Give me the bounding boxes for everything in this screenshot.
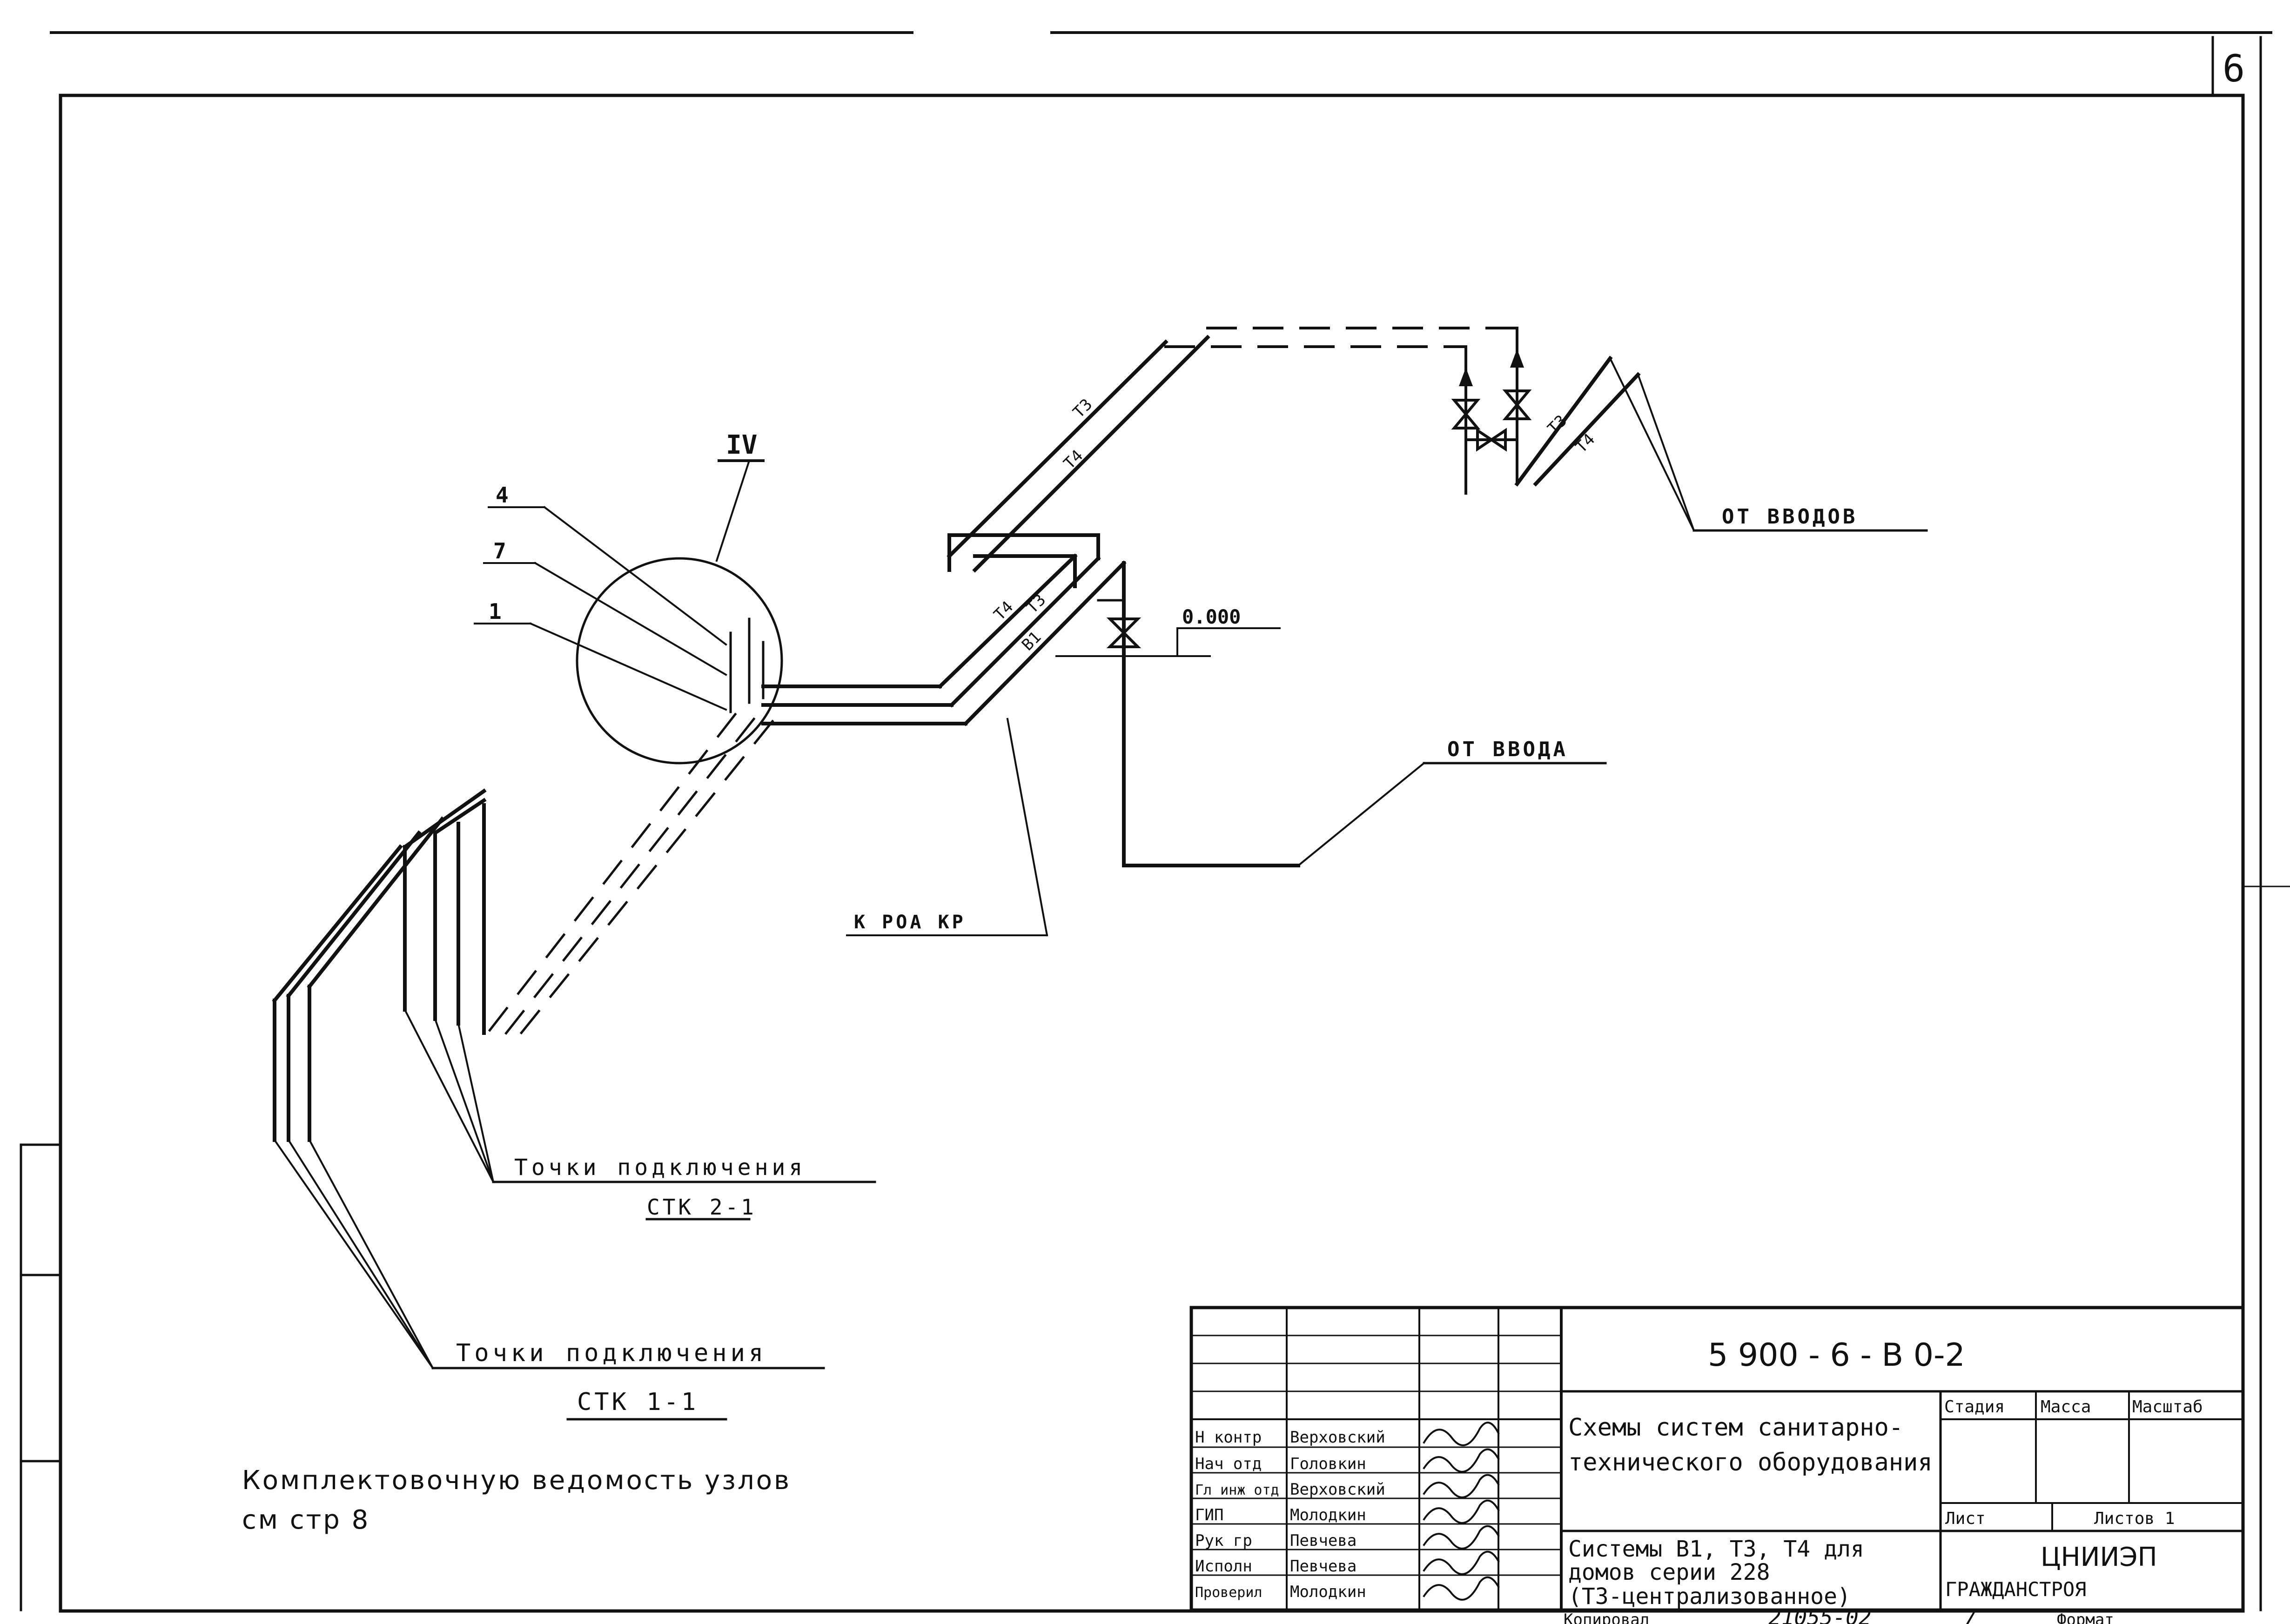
callout-number: 1 — [489, 599, 502, 624]
label-from-inputs: ОТ ВВОДОВ — [1722, 505, 1858, 529]
role-cell: Гл инж отд — [1195, 1482, 1279, 1498]
note-line-1: Комплектовочную ведомость узлов — [242, 1465, 791, 1496]
points-label-sub: СТК 2-1 — [647, 1195, 757, 1220]
document-code: 5 900 - 6 - В 0-2 — [1708, 1337, 1965, 1374]
title-block-grid — [1189, 1306, 2245, 1612]
system-line-2: домов серии 228 — [1568, 1559, 1770, 1585]
org-name: ЦНИИЭП — [2041, 1542, 2157, 1572]
callout-number: 4 — [496, 483, 509, 508]
pipe-label-t4: Т4 — [1060, 446, 1087, 473]
role-cell: Рук гр — [1195, 1531, 1252, 1550]
name-cell: Головкин — [1290, 1455, 1366, 1473]
valve-icon — [1502, 389, 1532, 420]
system-line-3: (Т3-централизованное) — [1568, 1584, 1851, 1610]
name-cell: Певчева — [1290, 1531, 1357, 1550]
pipe-label-t4: Т4 — [1572, 430, 1598, 456]
role-cell: Исполн — [1195, 1557, 1252, 1576]
role-cell: Н контр — [1195, 1428, 1262, 1447]
pipe-riser-far-left — [272, 816, 825, 1421]
note-line-2: см стр 8 — [242, 1505, 370, 1535]
copy-label: Копировал — [1564, 1611, 1649, 1624]
title-line-2: технического оборудования — [1568, 1449, 1933, 1476]
pipe-label-t3: Т3 — [1069, 395, 1096, 422]
callout-leaders — [474, 506, 727, 711]
points-label-title: Точки подключения — [456, 1339, 767, 1367]
pipe-label-t4: Т4 — [990, 597, 1017, 624]
pipe-main-horizontal — [761, 533, 1607, 867]
callout-number: 7 — [493, 538, 506, 564]
sheets-count: Листов 1 — [2094, 1509, 2175, 1528]
role-cell: Проверил — [1195, 1584, 1263, 1601]
sheet-frame — [20, 31, 2290, 1613]
air-vent-icon — [1459, 368, 1473, 386]
signature-scribbles — [1423, 1422, 1500, 1601]
role-cell: Нач отд — [1195, 1455, 1262, 1473]
copy-number: 21055-02 — [1768, 1605, 1872, 1624]
title-line-1: Схемы систем санитарно- — [1568, 1414, 1903, 1442]
role-cell: ГИП — [1195, 1506, 1223, 1524]
pipe-riser-left-group — [402, 788, 876, 1221]
column-scale: Масштаб — [2132, 1397, 2203, 1416]
column-mass: Масса — [2041, 1397, 2091, 1416]
valve-assembly-top — [1451, 327, 1928, 532]
copy-page: 7 — [1964, 1605, 1977, 1624]
valve-main — [1055, 599, 1281, 657]
name-cell: Верховский — [1290, 1480, 1385, 1499]
sheet-number: 6 — [2223, 47, 2245, 90]
name-cell: Молодкин — [1290, 1583, 1366, 1601]
column-stage: Стадия — [1944, 1397, 2005, 1416]
detail-circle-iv — [576, 459, 783, 765]
valve-icon — [1106, 617, 1142, 648]
air-vent-icon — [1510, 349, 1524, 368]
leader-line — [1006, 718, 1048, 937]
detail-label-iv: IV — [726, 430, 757, 460]
name-cell: Певчева — [1290, 1557, 1357, 1576]
pipe-dashed-diagonal — [482, 712, 774, 1040]
org-name-2: ГРАЖДАНСТРОЯ — [1945, 1578, 2086, 1601]
points-label-title: Точки подключения — [514, 1154, 806, 1181]
format-label: Формат — [2057, 1611, 2114, 1624]
points-label-sub: СТК 1-1 — [577, 1388, 698, 1416]
valve-icon — [1451, 399, 1481, 429]
name-cell: Верховский — [1290, 1428, 1385, 1447]
name-cell: Молодкин — [1290, 1506, 1366, 1524]
label-from-input: ОТ ВВОДА — [1447, 738, 1568, 761]
title-block-roles: Н контр Нач отд Гл инж отд ГИП Рук гр Ис… — [1195, 1428, 1279, 1601]
label-to-floor: К РОА КР — [854, 912, 966, 933]
title-block-names: Верховский Головкин Верховский Молодкин … — [1290, 1428, 1385, 1601]
pipe-riser-upper — [947, 327, 1518, 588]
level-mark: 0.000 — [1182, 605, 1241, 628]
system-line-1: Системы В1, Т3, Т4 для — [1568, 1536, 1864, 1562]
sheet-label: Лист — [1945, 1509, 1986, 1528]
